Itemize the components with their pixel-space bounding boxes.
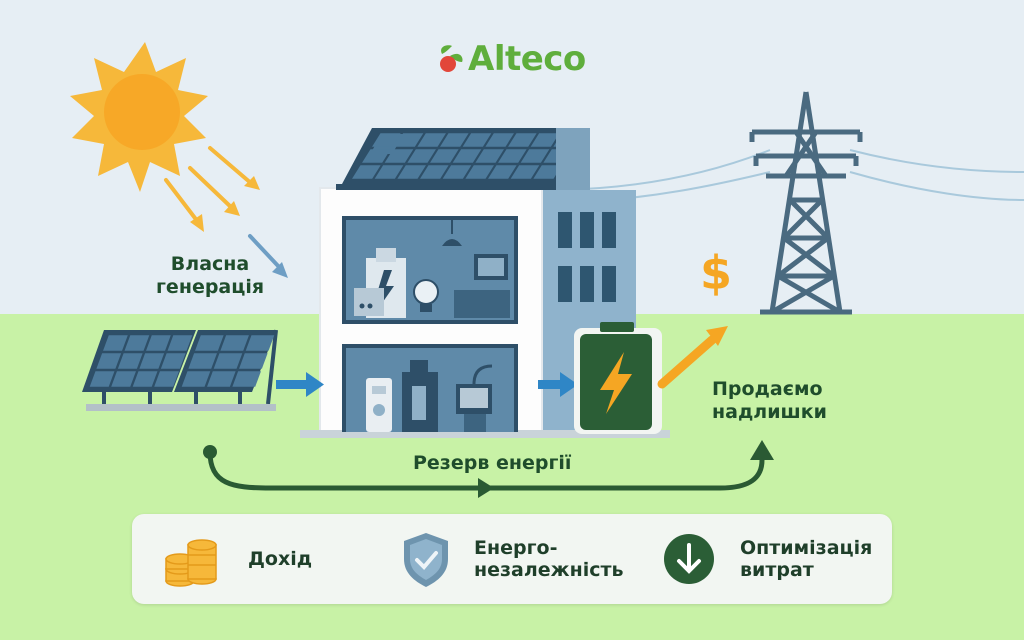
solar-cell xyxy=(374,165,404,179)
solar-cell xyxy=(213,353,243,369)
roof-solar-cells xyxy=(352,133,582,179)
solar-cell xyxy=(533,165,562,179)
roof-side xyxy=(556,128,590,190)
arrow-to-battery xyxy=(538,372,578,397)
benefit-energy-independence: Енерго- незалежність xyxy=(400,514,624,604)
arrow-down-circle-icon xyxy=(664,534,714,584)
solar-cell xyxy=(407,149,436,163)
solar-cell xyxy=(111,371,136,387)
solar-cell xyxy=(530,133,560,147)
solar-cell xyxy=(139,353,165,369)
solar-cell xyxy=(420,165,449,179)
solar-cell xyxy=(167,335,193,351)
solar-cell xyxy=(462,133,492,147)
solar-cell xyxy=(488,165,517,179)
label-energy-reserve: Резерв енергії xyxy=(413,452,572,474)
solar-cell xyxy=(181,371,211,387)
house-windows xyxy=(558,212,616,302)
power-pylon-icon xyxy=(749,91,863,315)
solar-cell xyxy=(475,149,504,163)
solar-cell xyxy=(154,371,179,387)
solar-cell xyxy=(195,335,224,351)
solar-cell xyxy=(146,335,171,351)
benefit-cost-optimization-label: Оптимізація витрат xyxy=(740,537,873,581)
benefits-panel: Дохід Енерго- незалежність Оптимізація в… xyxy=(132,514,892,604)
solar-cell xyxy=(232,371,261,387)
sun-icon xyxy=(70,42,208,192)
label-sell-surplus: Продаємо надлишки xyxy=(712,378,827,423)
battery-icon xyxy=(574,322,662,434)
solar-cell xyxy=(124,335,150,351)
energy-reserve-loop xyxy=(203,440,774,498)
solar-cell xyxy=(372,133,401,147)
solar-cell xyxy=(239,353,268,369)
solar-cell xyxy=(465,165,494,179)
coins-icon xyxy=(165,539,217,587)
solar-cell xyxy=(430,149,459,163)
solar-cell xyxy=(510,165,540,179)
solar-cell xyxy=(417,133,446,147)
solar-cell xyxy=(188,353,217,369)
solar-cell xyxy=(498,149,527,163)
solar-cell xyxy=(384,149,414,163)
solar-cell xyxy=(207,371,236,387)
solar-cell xyxy=(245,335,275,351)
benefit-cost-optimization: Оптимізація витрат xyxy=(662,514,872,604)
solar-cell xyxy=(96,353,122,369)
solar-cell xyxy=(397,165,426,179)
solar-cell xyxy=(352,165,381,179)
solar-cell xyxy=(442,165,472,179)
solar-cell xyxy=(117,353,143,369)
house-base xyxy=(300,430,670,438)
shield-check-icon xyxy=(404,533,448,587)
benefit-income: Дохід xyxy=(162,514,312,604)
sun-rays xyxy=(164,146,288,278)
solar-cell xyxy=(132,371,158,387)
lower-room xyxy=(342,344,518,432)
upper-room xyxy=(342,216,518,324)
benefit-energy-independence-label: Енерго- незалежність xyxy=(474,537,624,581)
solar-cell xyxy=(103,335,128,351)
arrow-to-house xyxy=(276,372,324,397)
brand-logo: Alteco xyxy=(436,38,586,80)
arrow-to-grid xyxy=(657,326,728,389)
solar-cell xyxy=(520,149,550,163)
solar-cell xyxy=(89,371,115,387)
solar-cell xyxy=(160,353,186,369)
solar-cell xyxy=(452,149,482,163)
solar-cell xyxy=(220,335,249,351)
solar-cell xyxy=(485,133,514,147)
ground-solar-cells xyxy=(89,335,275,387)
dollar-icon: $ xyxy=(700,246,733,300)
solar-cell xyxy=(440,133,469,147)
roof-edge xyxy=(336,184,586,190)
leaf-apple-icon xyxy=(440,45,463,72)
benefit-income-label: Дохід xyxy=(248,548,313,570)
solar-cell xyxy=(394,133,424,147)
solar-cell xyxy=(508,133,537,147)
logo-text: Alteco xyxy=(468,39,586,79)
label-own-generation: Власна генерація xyxy=(156,253,265,298)
solar-cell xyxy=(362,149,391,163)
